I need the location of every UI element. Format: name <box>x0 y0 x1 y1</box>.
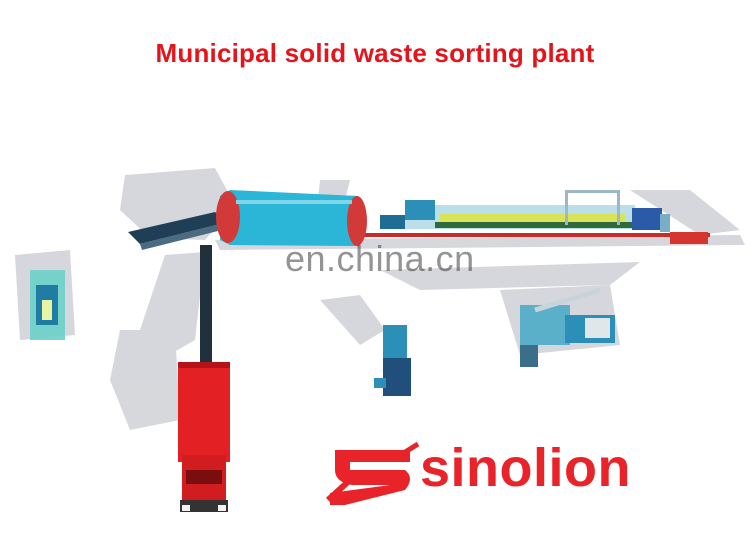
incline-conveyor <box>128 212 228 244</box>
vertical-chute <box>200 245 212 365</box>
brand-name: sinolion <box>420 438 631 498</box>
red-rail-end <box>670 232 708 244</box>
shredder-machine <box>520 287 615 367</box>
garbage-truck <box>178 362 230 512</box>
trommel-drum <box>216 190 367 246</box>
incline-conveyor-side <box>140 222 230 250</box>
sorting-line <box>380 190 670 232</box>
left-machine <box>30 270 65 340</box>
baler-machine <box>374 325 411 396</box>
red-rail <box>250 233 710 237</box>
shadow-area <box>15 168 745 430</box>
sinolion-logo-icon <box>325 441 420 505</box>
watermark-text: en.china.cn <box>285 238 475 279</box>
page-title: Municipal solid waste sorting plant <box>155 38 595 68</box>
